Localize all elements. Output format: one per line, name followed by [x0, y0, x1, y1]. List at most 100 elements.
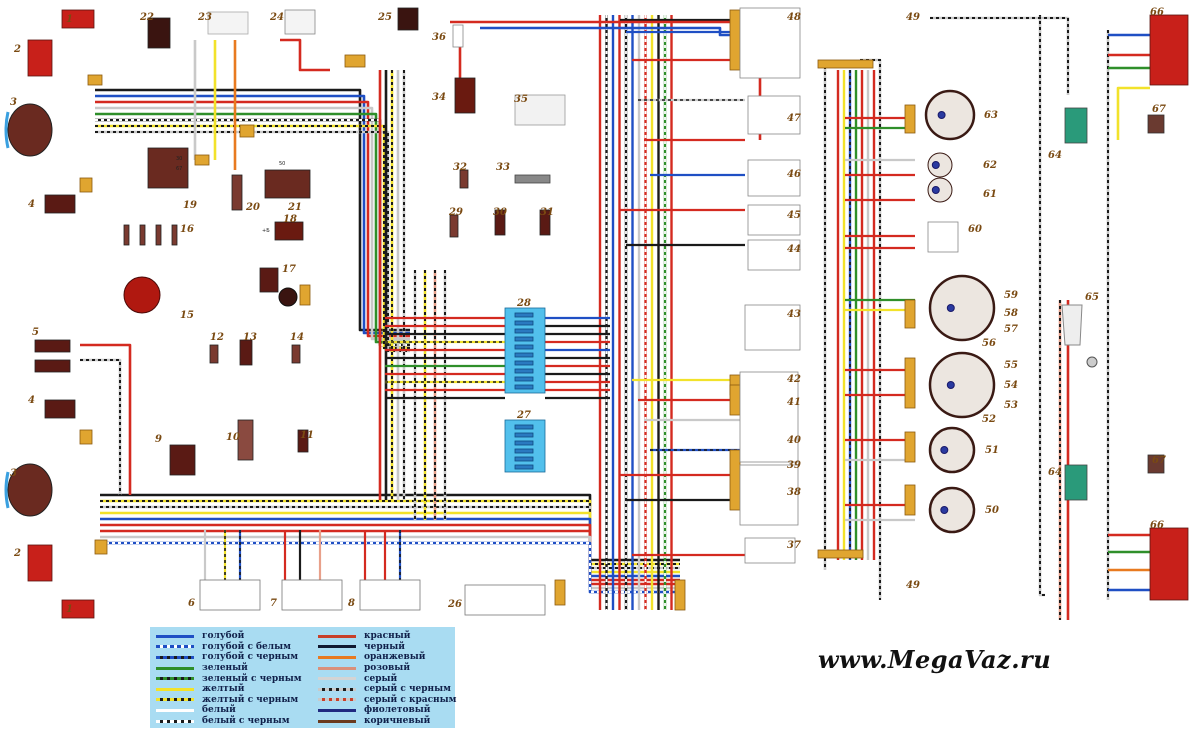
- wire-color-swatch: [156, 645, 194, 649]
- legend-item: розовый: [318, 663, 456, 674]
- component-number-label: 23: [197, 12, 212, 23]
- legend-item: голубой с белым: [156, 642, 302, 653]
- fuse: [514, 320, 534, 326]
- pin-label: +Б: [262, 228, 270, 234]
- component-number-label: 9: [155, 434, 162, 445]
- legend-label: коричневый: [364, 716, 431, 727]
- terminal-block: [904, 299, 916, 329]
- component-number-label: 63: [984, 110, 998, 121]
- legend-item: красный: [318, 631, 456, 642]
- component-number-label: 49: [906, 580, 920, 591]
- component-number-label: 41: [787, 397, 801, 408]
- component-number-label: 47: [787, 113, 801, 124]
- turn-signal-lamp: [27, 544, 53, 582]
- terminal-block: [79, 177, 93, 193]
- component-number-label: 14: [290, 332, 304, 343]
- component-number-label: 4: [28, 199, 35, 210]
- legend-item: оранжевый: [318, 652, 456, 663]
- component-number-label: 19: [183, 200, 197, 211]
- legend-label: голубой с белым: [202, 641, 291, 652]
- legend-item: голубой с черным: [156, 652, 302, 663]
- terminal-block: [729, 9, 741, 71]
- component-number-label: 66: [1150, 7, 1164, 18]
- gauge-indicator: [940, 446, 949, 454]
- fuse: [514, 464, 534, 470]
- spark-plug: [171, 224, 178, 246]
- legend-label: черный: [364, 641, 405, 652]
- wire-stripe: [100, 506, 680, 569]
- component-number-label: 33: [496, 162, 510, 173]
- component-number-label: 59: [1004, 290, 1018, 301]
- gauge-indicator: [931, 186, 940, 194]
- component-number-label: 43: [787, 309, 801, 320]
- wire-stripe: [80, 359, 121, 495]
- wire-color-swatch: [318, 719, 356, 723]
- switch-35: [514, 94, 566, 126]
- legend-item: черный: [318, 642, 456, 653]
- legend-label: серый с красным: [364, 694, 457, 705]
- fuse: [514, 456, 534, 462]
- spark-plug: [155, 224, 162, 246]
- wire-color-swatch: [318, 666, 356, 670]
- component-number-label: 32: [453, 162, 467, 173]
- component-number-label: 2: [13, 44, 21, 55]
- terminal-block: [299, 284, 311, 306]
- wire: [930, 16, 1070, 95]
- component-number-label: 12: [210, 332, 224, 343]
- terminal-block: [344, 54, 366, 68]
- fuse: [514, 368, 534, 374]
- component-number-label: 37: [787, 540, 801, 551]
- legend-item: фиолетовый: [318, 705, 456, 716]
- wire-color-swatch: [318, 687, 356, 691]
- legend-item: белый: [156, 705, 302, 716]
- sensor-10: [237, 419, 254, 461]
- component-number-label: 64: [1048, 467, 1062, 478]
- fuse: [514, 424, 534, 430]
- pin-label: 50: [279, 161, 285, 167]
- component-number-label: 42: [787, 374, 801, 385]
- switch-box: [747, 204, 801, 236]
- fuse: [514, 432, 534, 438]
- switch-box: [747, 95, 801, 135]
- wire-color-swatch: [156, 677, 194, 681]
- headlight-lens: [4, 111, 10, 149]
- switch-box: [739, 7, 801, 79]
- legend-label: оранжевый: [364, 652, 426, 663]
- legend-item: желтый с черным: [156, 695, 302, 706]
- control-unit-23: [207, 11, 249, 35]
- component-number-label: 20: [245, 202, 260, 213]
- legend-label: белый с черным: [202, 716, 290, 727]
- component-number-label: 36: [432, 32, 446, 43]
- trunk-lamp: [1064, 464, 1088, 501]
- gauge: [927, 177, 953, 203]
- horn: [34, 359, 71, 373]
- component-number-label: 46: [787, 169, 801, 180]
- battery-25: [397, 7, 419, 31]
- terminal-block: [554, 579, 566, 606]
- terminal-block: [904, 431, 916, 463]
- legend-label: зеленый с черным: [202, 673, 302, 684]
- terminal-block: [904, 484, 916, 516]
- legend-label: серый с черным: [364, 684, 451, 695]
- switch-box: [739, 371, 799, 463]
- starter: [264, 169, 311, 199]
- wire: [80, 358, 122, 495]
- component-number-label: 52: [982, 414, 996, 425]
- legend-item: желтый: [156, 684, 302, 695]
- component-number-label: 58: [1004, 308, 1018, 319]
- gauge: [928, 274, 996, 342]
- component-number-label: 22: [139, 12, 154, 23]
- terminal-block: [817, 59, 874, 69]
- component-number-label: 4: [28, 395, 35, 406]
- wire-color-swatch: [318, 634, 356, 638]
- component-number-label: 66: [1150, 520, 1164, 531]
- headlight: [7, 103, 53, 157]
- side-light-lamp: [61, 599, 95, 619]
- fuse: [514, 328, 534, 334]
- fuse: [514, 312, 534, 318]
- component-number-label: 1: [66, 604, 73, 615]
